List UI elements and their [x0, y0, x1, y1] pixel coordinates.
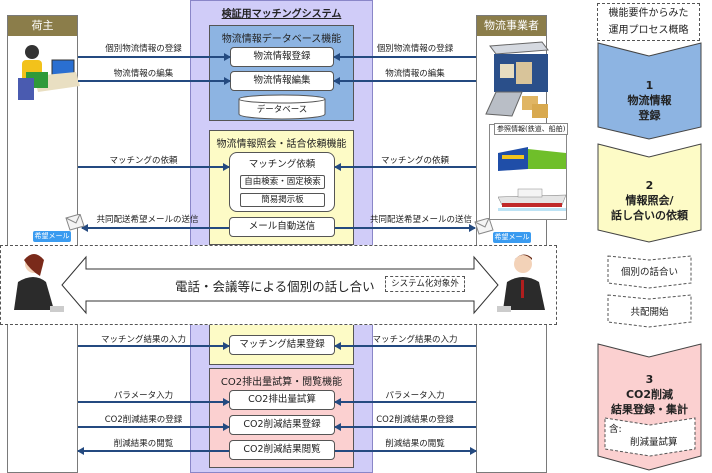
- system-title: 検証用マッチングシステム: [221, 9, 342, 20]
- train-icon: [498, 147, 566, 171]
- flow-label-mail-left: 共同配送希望メールの送信: [96, 215, 199, 225]
- flow-arrow-match-left: [78, 163, 230, 171]
- step-2-number: 2: [645, 179, 654, 192]
- flow-label-mail-right: 共同配送希望メールの送信: [369, 215, 472, 225]
- flow-arrow-mail-left: [81, 224, 229, 232]
- process-includes-item: 削減量試算: [630, 437, 678, 448]
- matching-request-label: マッチング依頼: [248, 159, 316, 170]
- flow-arrow-view-right: [335, 447, 477, 455]
- flow-label-result-right: マッチング結果の入力: [372, 335, 458, 345]
- match-group-title: 物流情報照会・話合依頼機能: [216, 139, 347, 150]
- flow-label-edit-right: 物流情報の編集: [385, 69, 445, 79]
- co2-view-box[interactable]: CO2削減結果閲覧: [229, 440, 335, 460]
- mail-tag-right: 希望メール: [493, 232, 531, 243]
- female-caller-icon: [14, 254, 64, 312]
- process-step-1: 1 物流情報 登録: [597, 78, 702, 123]
- flow-arrow-param-left: [78, 398, 230, 406]
- process-minor-2: 共配開始: [630, 307, 669, 318]
- reference-info-panel: 参照情報(鉄道、船舶): [489, 123, 569, 220]
- flow-label-register-right: 個別物流情報の登録: [376, 44, 454, 54]
- step-3-number: 3: [645, 373, 654, 386]
- process-minor-1: 個別の話合い: [620, 267, 678, 278]
- flow-arrow-match-right: [334, 163, 476, 171]
- flow-arrow-view-left: [77, 447, 229, 455]
- step-3-line-1: CO2削減: [625, 388, 674, 401]
- flow-label-register-left: 個別物流情報の登録: [105, 44, 182, 54]
- truck-icon: [485, 41, 549, 118]
- flow-arrow-edit-right: [333, 77, 476, 85]
- search-box[interactable]: 自由検索・固定検索: [240, 175, 325, 189]
- flow-arrow-edit-left: [78, 77, 231, 85]
- ship-icon: [498, 188, 566, 211]
- flow-label-param-left: パラメータ入力: [113, 391, 174, 401]
- flow-arrow-register-left: [78, 53, 231, 61]
- flow-label-edit-left: 物流情報の編集: [113, 69, 174, 79]
- step-1-number: 1: [645, 79, 654, 92]
- flow-label-view-left: 削減結果の閲覧: [113, 439, 174, 449]
- flow-arrow-register-right: [333, 53, 476, 61]
- process-minor-2-shape: [607, 294, 692, 328]
- flow-arrow-param-right: [334, 398, 476, 406]
- mail-tag-left: 希望メール: [33, 231, 71, 242]
- step-3-line-2: 結果登録・集計: [611, 403, 688, 416]
- flow-label-view-right: 削減結果の閲覧: [385, 439, 445, 449]
- flow-arrow-mail-right: [335, 224, 476, 232]
- auto-mail-box[interactable]: メール自動送信: [229, 217, 335, 237]
- double-arrow-shape: [61, 255, 499, 315]
- carrier-lane-header: 物流事業者: [477, 16, 546, 36]
- db-group-title: 物流情報データベース機能: [221, 34, 342, 45]
- process-includes-shape: [604, 417, 696, 457]
- flow-label-result-left: マッチング結果の入力: [100, 335, 186, 345]
- process-step-3: 3 CO2削減 結果登録・集計: [597, 372, 702, 417]
- flow-label-param-right: パラメータ入力: [385, 391, 445, 401]
- logistics-register-box[interactable]: 物流情報登録: [230, 47, 334, 67]
- flow-arrow-result-left: [78, 342, 230, 350]
- process-step-2-shape: [597, 143, 702, 243]
- process-includes-label: 含:: [609, 424, 622, 435]
- process-minor-1-shape: [607, 255, 692, 289]
- flow-label-match-right: マッチングの依頼: [380, 156, 449, 166]
- step-1-line-2: 登録: [638, 109, 661, 122]
- database-label: データベース: [256, 105, 308, 115]
- co2-register-box[interactable]: CO2削減結果登録: [229, 415, 335, 435]
- mail-envelope-icon-right: [474, 218, 494, 235]
- step-1-line-1: 物流情報: [627, 94, 672, 107]
- out-of-scope-note: システム化対象外: [385, 276, 465, 292]
- process-header-text: 機能要件からみた運用プロセス概略: [608, 8, 689, 36]
- co2-group-title: CO2排出量試算・閲覧機能: [220, 377, 343, 388]
- process-header: 機能要件からみた運用プロセス概略: [597, 3, 700, 41]
- step-2-line-1: 情報照会/: [625, 194, 674, 207]
- reference-info-title: 参照情報(鉄道、船舶): [494, 123, 569, 135]
- shipper-person-icon: [18, 45, 80, 100]
- co2-estimate-box[interactable]: CO2排出量試算: [229, 390, 335, 410]
- flow-label-match-left: マッチングの依頼: [109, 156, 178, 166]
- process-step-1-shape: [597, 42, 702, 140]
- matching-result-box[interactable]: マッチング結果登録: [229, 335, 335, 355]
- shipper-lane-header: 荷主: [8, 16, 77, 36]
- logistics-edit-box[interactable]: 物流情報編集: [230, 71, 334, 91]
- flow-arrow-co2reg-right: [334, 423, 476, 431]
- male-caller-icon: [497, 254, 545, 312]
- bulletin-board-box[interactable]: 簡易掲示板: [240, 193, 325, 207]
- meeting-text: 電話・会議等による個別の話し合い: [175, 279, 375, 294]
- process-step-2: 2 情報照会/ 話し合いの依頼: [597, 178, 702, 223]
- flow-arrow-result-right: [334, 342, 476, 350]
- flow-label-co2reg-right: CO2削減結果の登録: [376, 415, 454, 425]
- step-2-line-2: 話し合いの依頼: [611, 209, 688, 222]
- flow-arrow-co2reg-left: [78, 423, 230, 431]
- mail-envelope-icon-left: [65, 214, 85, 231]
- database-cylinder-icon: [238, 94, 326, 120]
- flow-label-co2reg-left: CO2削減結果の登録: [104, 415, 183, 425]
